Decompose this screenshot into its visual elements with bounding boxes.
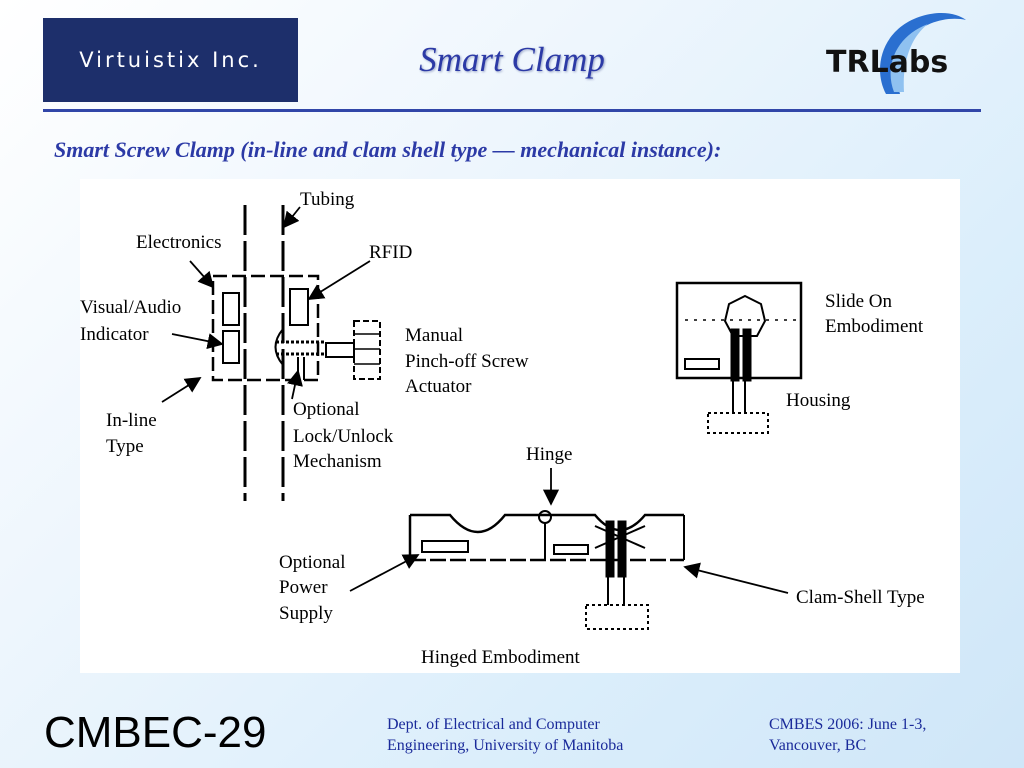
label-slide-2: Embodiment (825, 316, 924, 337)
diagram-drawing: Tubing Electronics RFID Visual/Audio Ind… (80, 189, 925, 668)
label-housing: Housing (786, 390, 851, 411)
label-hinged-embodiment: Hinged Embodiment (421, 647, 581, 668)
footer-conf-line2: Vancouver, BC (769, 737, 867, 754)
trlabs-logo-text: TRLabs (826, 45, 948, 80)
footer-conf-line1: CMBES 2006: June 1-3, (769, 716, 927, 733)
arrow-power (349, 554, 420, 592)
slide-on-drawing (675, 281, 803, 434)
label-manual-1: Manual (405, 325, 463, 346)
arrow-electronics (189, 260, 215, 289)
label-tubing: Tubing (300, 189, 355, 210)
leader-arrows (161, 206, 789, 594)
virtuistix-logo: Virtuistix Inc. (43, 18, 298, 102)
label-inline-2: Type (106, 436, 144, 457)
arrow-tubing (282, 206, 301, 229)
label-power-1: Optional (279, 552, 346, 573)
footer-dept-line2: Engineering, University of Manitoba (387, 737, 624, 754)
hinged-drawing (408, 510, 685, 630)
arrow-indicator (171, 333, 224, 350)
slide-title: Smart Clamp (419, 40, 605, 79)
footer-dept-line1: Dept. of Electrical and Computer (387, 716, 600, 733)
label-clamshell: Clam-Shell Type (796, 587, 925, 608)
label-lock-3: Mechanism (293, 451, 382, 472)
label-lock-1: Optional (293, 399, 360, 420)
arrow-rfid (307, 260, 371, 300)
label-hinge: Hinge (526, 444, 572, 465)
label-slide-1: Slide On (825, 291, 893, 312)
label-power-3: Supply (279, 603, 333, 624)
label-manual-2: Pinch-off Screw (405, 351, 529, 372)
smart-clamp-diagram: Tubing Electronics RFID Visual/Audio Ind… (80, 179, 960, 673)
label-manual-3: Actuator (405, 376, 472, 397)
label-lock-2: Lock/Unlock (293, 426, 394, 447)
footer-conference: CMBES 2006: June 1-3, Vancouver, BC (769, 714, 926, 756)
label-power-2: Power (279, 577, 328, 598)
virtuistix-logo-text: Virtuistix Inc. (79, 48, 262, 72)
title-divider (43, 109, 981, 112)
label-inline-1: In-line (106, 410, 157, 431)
arrow-lock (287, 369, 303, 400)
arrow-clamshell (683, 562, 789, 594)
inline-clamp-drawing (211, 205, 381, 501)
footer-conference-code: CMBEC-29 (44, 708, 267, 757)
label-rfid: RFID (369, 242, 412, 263)
label-visual-audio-1: Visual/Audio (80, 297, 181, 318)
label-electronics: Electronics (136, 232, 221, 253)
trlabs-logo-graphic: TRLabs (826, 13, 966, 94)
label-visual-audio-2: Indicator (80, 324, 149, 345)
slide-subtitle: Smart Screw Clamp (in-line and clam shel… (54, 137, 722, 162)
footer-department: Dept. of Electrical and Computer Enginee… (387, 714, 623, 756)
arrow-inline (161, 377, 202, 403)
diagram-labels: Tubing Electronics RFID Visual/Audio Ind… (80, 189, 925, 668)
trlabs-logo: TRLabs (820, 6, 990, 102)
